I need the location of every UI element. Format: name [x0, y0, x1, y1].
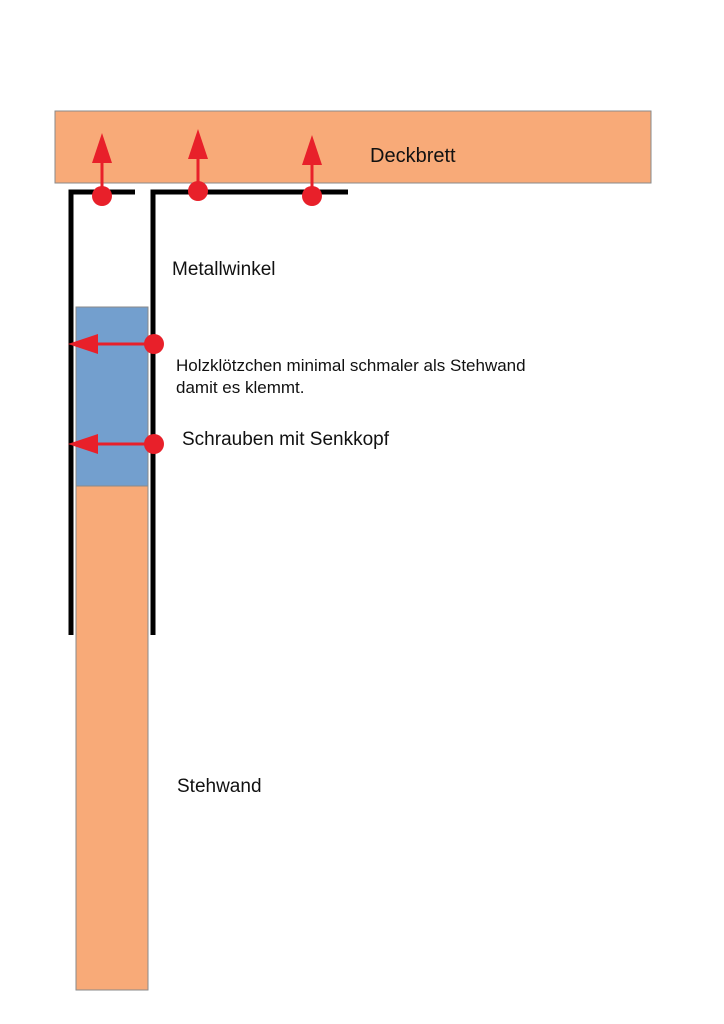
label-deckbrett: Deckbrett: [370, 145, 456, 167]
screw-up-1: [92, 133, 112, 206]
label-schrauben: Schrauben mit Senkkopf: [182, 429, 390, 450]
holzkloetzchen-block: [75, 306, 149, 487]
label-holzkloetzchen-line2: damit es klemmt.: [176, 378, 304, 397]
screw-up-3: [302, 135, 322, 206]
screw-left-1: [68, 334, 164, 354]
stehwand-board: [75, 485, 149, 991]
metallwinkel-left: [68, 189, 135, 635]
deckbrett-board: [54, 110, 652, 184]
label-stehwand: Stehwand: [177, 776, 262, 797]
label-metallwinkel: Metallwinkel: [172, 259, 275, 280]
metallwinkel-right: [150, 189, 348, 635]
label-holzkloetzchen-line1: Holzklötzchen minimal schmaler als Stehw…: [176, 356, 526, 375]
screw-up-2: [188, 129, 208, 201]
screw-left-2: [68, 434, 164, 454]
